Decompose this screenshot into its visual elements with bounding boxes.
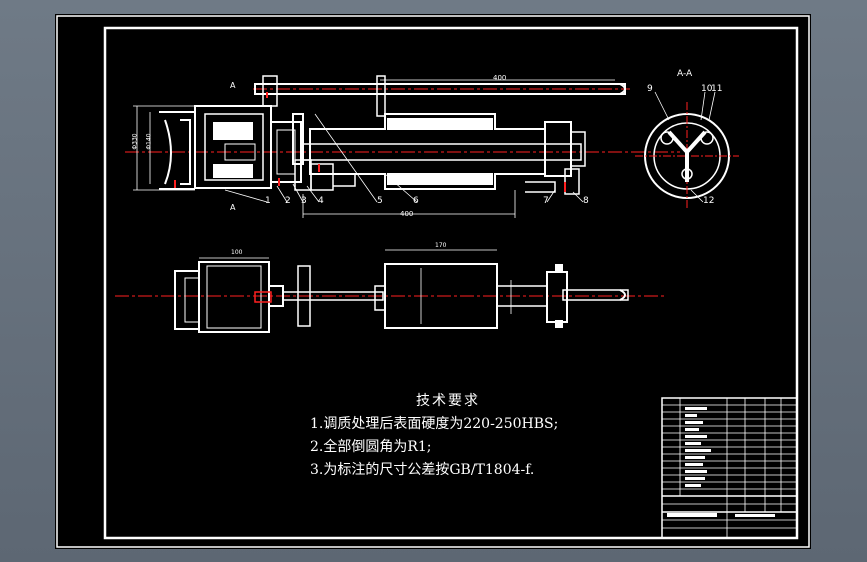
inner-frame (103, 26, 799, 540)
tech-req-item: 3.为标注的尺寸公差按GB/T1804-f. (310, 462, 535, 478)
section-part-number: 11 (711, 84, 723, 94)
section-label: A-A (677, 69, 693, 79)
part-number: 4 (318, 196, 324, 206)
part-number: 1 (265, 196, 271, 206)
title-block-glyphs (667, 407, 775, 517)
technical-requirements: 技术要求 1.调质处理后表面硬度为220-250HBS; 2.全部倒圆角为R1;… (310, 390, 558, 482)
dim-plan-mid: 170 (435, 242, 447, 249)
cad-drawing (56, 15, 810, 548)
dim-dia-2: Φ140 (145, 133, 153, 150)
title-block (661, 397, 798, 539)
dim-dia-1: Φ330 (131, 133, 139, 150)
dim-mid-length: 400 (400, 210, 414, 218)
tech-req-item: 2.全部倒圆角为R1; (310, 439, 432, 455)
tech-req-item: 1.调质处理后表面硬度为220-250HBS; (310, 416, 559, 432)
section-part-number: 9 (647, 84, 653, 94)
outer-frame (56, 15, 810, 548)
tech-req-title: 技术要求 (416, 393, 480, 409)
section-part-number: 10 (701, 84, 713, 94)
part-number: 3 (301, 196, 307, 206)
dim-plan-left: 100 (231, 249, 243, 256)
section-mark-bottom: A (230, 203, 236, 212)
elevation-view (125, 75, 680, 195)
plan-dimensions (199, 249, 512, 324)
elevation-dimensions (133, 79, 615, 218)
section-a-a (635, 91, 739, 210)
part-number: 8 (583, 196, 589, 206)
part-number: 6 (413, 196, 419, 206)
part-number: 5 (377, 196, 383, 206)
section-mark-top: A (230, 81, 236, 90)
plan-view (115, 261, 665, 333)
section-part-number: 12 (703, 196, 715, 206)
part-number: 2 (285, 196, 291, 206)
dim-top-length: 400 (493, 74, 507, 82)
part-number: 7 (543, 196, 549, 206)
